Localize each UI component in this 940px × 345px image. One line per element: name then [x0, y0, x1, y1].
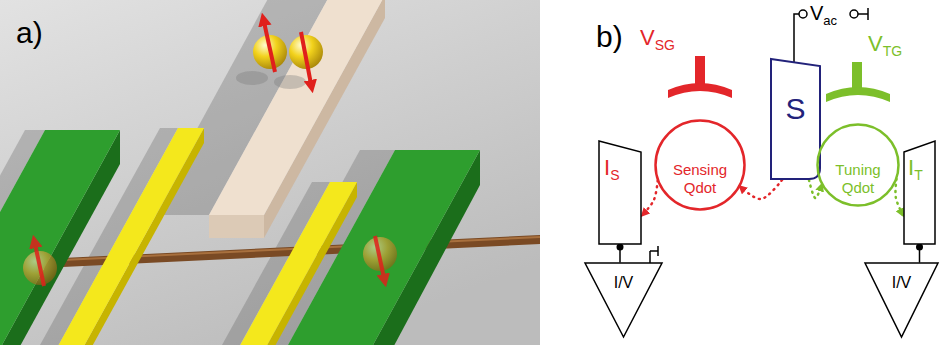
subscript: S [610, 167, 619, 183]
gate-electrode: VSG [640, 26, 735, 106]
iv-converter: I/V [864, 262, 939, 338]
source-lead: S [770, 58, 821, 180]
drain-lead: IT [903, 140, 936, 245]
node-text: S [770, 92, 821, 125]
sensor-lead [209, 0, 385, 215]
gate-cap [668, 83, 732, 98]
node-label: S [785, 92, 805, 125]
gate-stem [852, 62, 862, 90]
node-label: I/V [892, 274, 912, 291]
node-label: Sensing Qdot [673, 161, 727, 196]
terminal [799, 10, 807, 18]
amplifier-triangle [865, 263, 938, 337]
gate-stem [695, 56, 705, 86]
tunneling-arrow [809, 180, 822, 198]
spin-arrow [35, 244, 44, 286]
node-text: VSG [640, 26, 675, 53]
dot-outline [818, 125, 899, 206]
wire [649, 251, 651, 263]
tunneling-arrow [895, 179, 903, 216]
gate-electrode: VTG [818, 32, 913, 110]
nanowire [0, 235, 540, 270]
node-label: I [604, 155, 610, 180]
wire [650, 250, 658, 252]
electron-shadow [274, 75, 306, 89]
spin-arrow [375, 236, 384, 278]
tunneling-arrow [642, 180, 658, 215]
ground-symbol [657, 246, 659, 256]
subscript: ac [823, 13, 837, 28]
quantum-dot: Sensing Qdot [654, 119, 746, 211]
subscript: TG [883, 43, 902, 59]
label-text: V [810, 2, 823, 24]
amplifier-ground [650, 246, 658, 263]
node-label: I [908, 155, 914, 180]
label-text: b) [596, 20, 623, 53]
lead-outline [771, 59, 820, 179]
node-text: Sensing Qdot [669, 161, 731, 196]
plunger-gate [59, 128, 204, 345]
wire [794, 14, 799, 62]
quantum-dot: Tuning Qdot [816, 123, 900, 207]
panel-label: a) [16, 18, 43, 48]
node-text: Tuning Qdot [830, 161, 886, 196]
lead-outline [599, 141, 641, 244]
signal-name: Vac [810, 3, 837, 27]
amplifier-triangle [585, 263, 662, 337]
node-text: I/V [864, 274, 939, 292]
terminal [850, 10, 858, 18]
node-text: IS [604, 156, 619, 183]
node-text: IT [908, 156, 923, 183]
node-label: I/V [614, 274, 634, 291]
leadR-outline [903, 140, 936, 245]
iv-converter: I/V [584, 262, 663, 338]
node-label: V [868, 31, 883, 56]
ground-symbol [867, 8, 869, 20]
node-text: I/V [584, 274, 663, 292]
subscript: SG [655, 37, 675, 53]
node-label: V [640, 25, 655, 50]
subscript: T [914, 167, 923, 183]
node-text: VTG [868, 32, 902, 59]
dot-outline [656, 121, 745, 210]
spin-arrow [301, 32, 311, 84]
gate-cap [826, 87, 890, 102]
source-wiring [794, 8, 868, 62]
drain-lead: IS [598, 140, 642, 245]
label-text: a) [16, 16, 43, 49]
spin-arrow [264, 22, 275, 72]
tri-outline [864, 262, 939, 338]
gate-end [209, 215, 264, 238]
nanowire-highlight [0, 237, 540, 263]
wire [858, 13, 868, 15]
electron-shadow [236, 71, 268, 85]
panel-label: b) [596, 22, 623, 52]
tunneling-arrow [740, 180, 782, 199]
tri-outline [584, 262, 663, 338]
outer-gate [288, 150, 480, 345]
node-label: Tuning Qdot [835, 161, 880, 196]
lead-outline [904, 141, 935, 244]
